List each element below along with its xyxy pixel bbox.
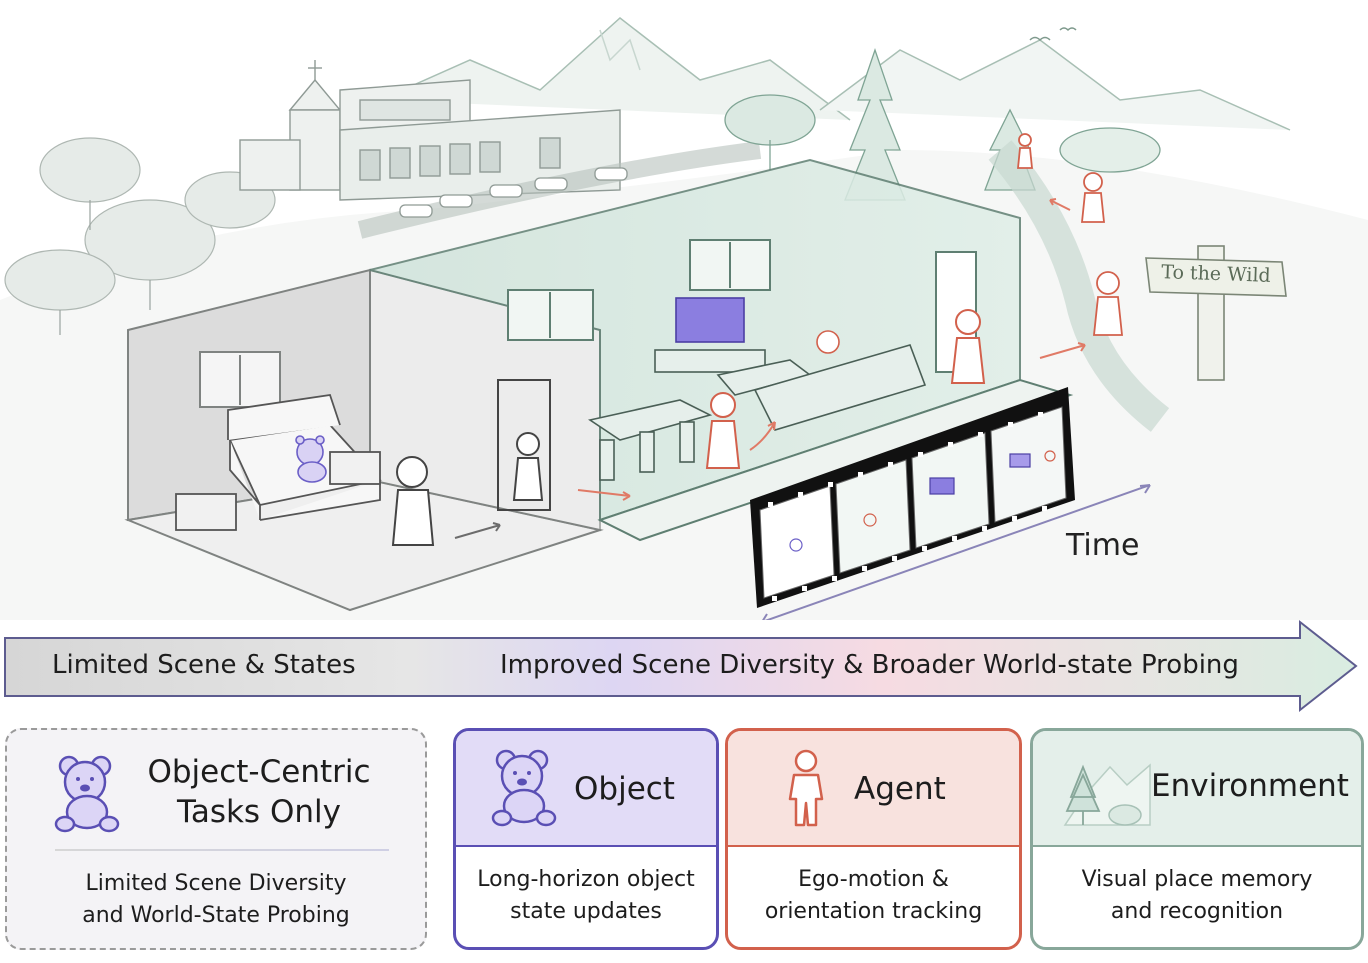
object-centric-card-header: Object-Centric Tasks Only — [7, 730, 425, 846]
motion-arrow-bedroom — [454, 522, 501, 539]
environment-card-body: Visual place memory and recognition — [1033, 845, 1361, 947]
time-label: Time — [1066, 528, 1140, 563]
sign-post — [1145, 245, 1287, 381]
agent-card: Agent Ego-motion & orientation tracking — [725, 728, 1022, 950]
tree-landscape-icon — [1063, 763, 1151, 826]
agent-card-header: Agent — [728, 731, 1019, 847]
environment-card-description: Visual place memory and recognition — [1081, 867, 1313, 924]
person-icon — [788, 749, 824, 827]
birds — [1029, 27, 1077, 42]
teddy-bear-icon — [54, 755, 120, 833]
time-arrow — [762, 484, 1151, 620]
object-card-title: Object — [574, 771, 675, 807]
object-card-description: Long-horizon object state updates — [477, 867, 695, 924]
tv-set — [654, 297, 812, 396]
object-centric-card-description: Limited Scene Diversity and World-State … — [82, 871, 350, 928]
wild-path — [988, 140, 1170, 432]
agent-card-body: Ego-motion & orientation tracking — [728, 845, 1019, 947]
object-card: Object Long-horizon object state updates — [453, 728, 719, 950]
object-card-body: Long-horizon object state updates — [456, 845, 716, 947]
object-centric-divider — [55, 849, 389, 851]
person-doorway — [497, 379, 551, 511]
teddy-bear-icon — [491, 749, 557, 827]
sign-text: To the Wild — [1160, 261, 1272, 287]
scene-illustration — [4, 17, 1291, 620]
environment-card: Environment Visual place memory and reco… — [1030, 728, 1364, 950]
dining-set — [587, 399, 713, 481]
environment-card-header: Environment — [1033, 731, 1361, 847]
mountains — [379, 17, 1291, 131]
object-card-header: Object — [456, 731, 716, 847]
agent-person-indoor — [705, 309, 986, 469]
cars — [399, 167, 628, 218]
agent-card-description: Ego-motion & orientation tracking — [764, 867, 983, 924]
agent-card-title: Agent — [854, 771, 946, 807]
progress-right-label: Improved Scene Diversity & Broader World… — [500, 650, 1239, 680]
motion-arrows-indoor — [577, 421, 776, 501]
walking-people-outdoor — [1017, 133, 1123, 336]
person-bedroom — [391, 456, 435, 546]
motion-arrows-outdoor — [1039, 198, 1086, 359]
progress-left-label: Limited Scene & States — [52, 650, 356, 680]
object-centric-card-body: Limited Scene Diversity and World-State … — [7, 852, 425, 948]
sofa — [753, 330, 927, 431]
progress-arrow — [4, 619, 1358, 713]
object-centric-card-title: Object-Centric Tasks Only — [147, 754, 371, 830]
object-centric-card: Object-Centric Tasks Only Limited Scene … — [5, 728, 427, 950]
teddy-bear-scene — [295, 435, 327, 483]
film-strip — [750, 387, 1075, 608]
environment-card-title: Environment — [1151, 768, 1349, 804]
